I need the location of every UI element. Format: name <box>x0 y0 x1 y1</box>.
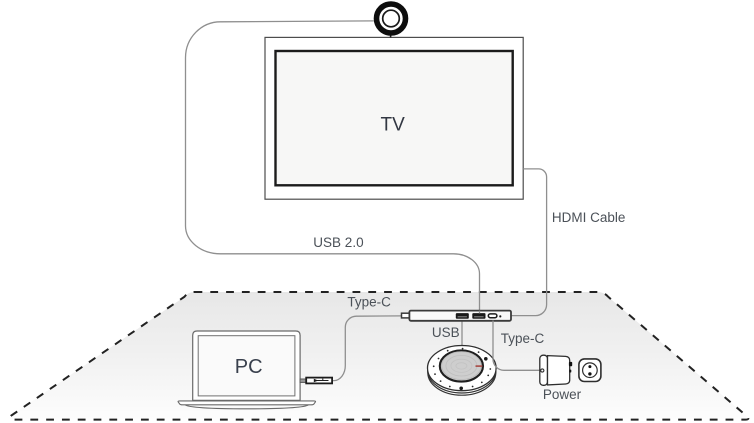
svg-text:USB: USB <box>432 325 460 340</box>
svg-text:HDMI Cable: HDMI Cable <box>552 210 626 225</box>
svg-text:Type-C: Type-C <box>501 331 545 346</box>
svg-text:TV: TV <box>381 114 406 135</box>
svg-text:Type-C: Type-C <box>347 294 391 309</box>
svg-text:Power: Power <box>543 387 582 402</box>
svg-text:PC: PC <box>235 356 263 378</box>
svg-text:USB 2.0: USB 2.0 <box>313 235 363 250</box>
